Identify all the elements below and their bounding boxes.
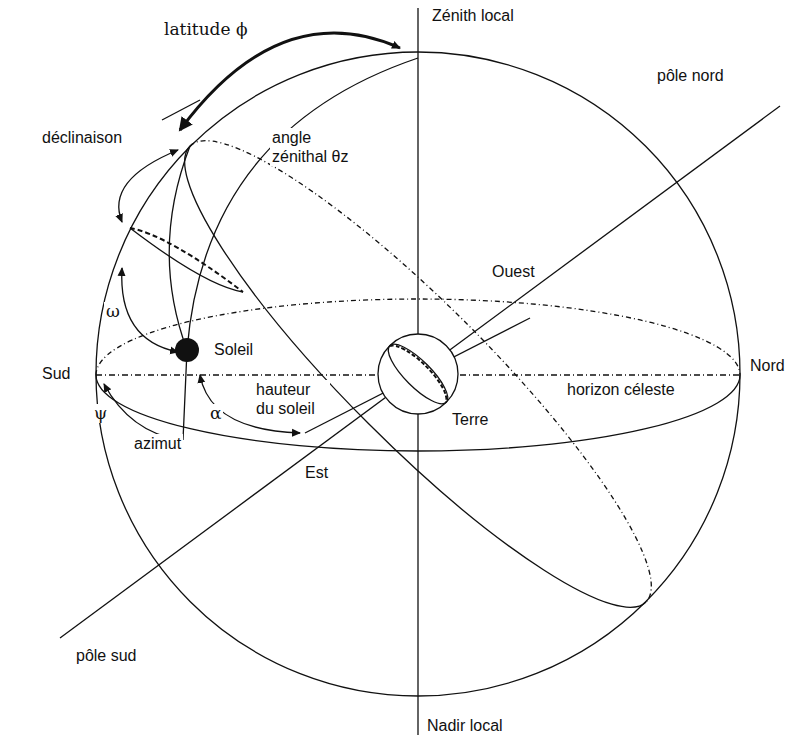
angle-symbol: α [208, 404, 223, 423]
plane-label: horizon céleste [565, 380, 677, 399]
body-label: Soleil [212, 340, 255, 359]
pole-label: pôle nord [655, 66, 726, 85]
angle-label: azimut [132, 434, 183, 453]
cardinal-label: Sud [40, 364, 72, 383]
angle-label: latitude ϕ [162, 20, 250, 39]
angle-symbol: ω [104, 302, 122, 321]
cardinal-label: Est [303, 463, 330, 482]
cardinal-label: Ouest [490, 262, 537, 281]
angle-label: déclinaison [40, 128, 124, 147]
angle-label: hauteur du soleil [254, 380, 330, 418]
angle-label: angle zénithal θz [270, 128, 370, 166]
axis-label: Zénith local [430, 6, 516, 25]
axis-label: Nadir local [425, 716, 505, 735]
cardinal-label: Nord [748, 356, 787, 375]
angle-symbol: ψ [92, 404, 109, 423]
body-label: Terre [450, 410, 490, 429]
pole-label: pôle sud [74, 646, 139, 665]
